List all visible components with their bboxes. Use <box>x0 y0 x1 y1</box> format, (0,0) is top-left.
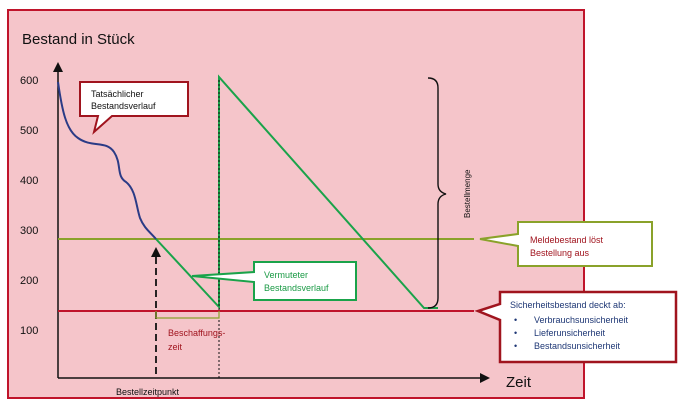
callout-assumed: Vermuteter Bestandsverlauf <box>191 261 357 301</box>
callout-safety-item1: Verbrauchsunsicherheit <box>534 315 629 325</box>
callout-reorder-line1: Meldebestand löst <box>530 235 604 245</box>
y-tick-500: 500 <box>20 125 38 137</box>
y-tick-labels: 600 500 400 300 200 100 <box>20 75 38 337</box>
order-quantity-brace <box>427 77 447 309</box>
callout-actual-line2: Bestandsverlauf <box>91 101 156 111</box>
lead-time-label-2: zeit <box>168 342 183 352</box>
order-quantity-label: Bestellmenge <box>463 169 472 218</box>
callout-safety: Sicherheitsbestand deckt ab: • Verbrauch… <box>474 290 678 364</box>
callout-safety-title: Sicherheitsbestand deckt ab: <box>510 300 626 310</box>
y-tick-400: 400 <box>20 175 38 187</box>
y-tick-200: 200 <box>20 275 38 287</box>
callout-reorder: Meldebestand löst Bestellung aus <box>479 221 653 267</box>
callout-actual: Tatsächlicher Bestandsverlauf <box>79 81 189 135</box>
diagram-background <box>7 9 585 399</box>
callout-actual-line1: Tatsächlicher <box>91 89 144 99</box>
lead-time-label-1: Beschaffungs- <box>168 328 225 338</box>
actual-inventory-curve <box>57 81 157 240</box>
callout-assumed-line1: Vermuteter <box>264 270 308 280</box>
reorder-point-label: Bestellzeitpunkt <box>116 387 180 397</box>
callout-safety-item2: Lieferunsicherheit <box>534 328 606 338</box>
y-tick-100: 100 <box>20 325 38 337</box>
y-tick-600: 600 <box>20 75 38 87</box>
callout-safety-bullet2: • <box>514 328 517 338</box>
x-axis-title: Zeit <box>506 374 532 391</box>
lead-time-bracket <box>155 311 220 319</box>
callout-safety-bullet3: • <box>514 341 517 351</box>
y-tick-300: 300 <box>20 225 38 237</box>
callout-reorder-line2: Bestellung aus <box>530 248 590 258</box>
callout-assumed-line2: Bestandsverlauf <box>264 283 329 293</box>
callout-safety-bullet1: • <box>514 315 517 325</box>
y-axis-title: Bestand in Stück <box>22 31 135 48</box>
callout-safety-item3: Bestandsunsicherheit <box>534 341 621 351</box>
